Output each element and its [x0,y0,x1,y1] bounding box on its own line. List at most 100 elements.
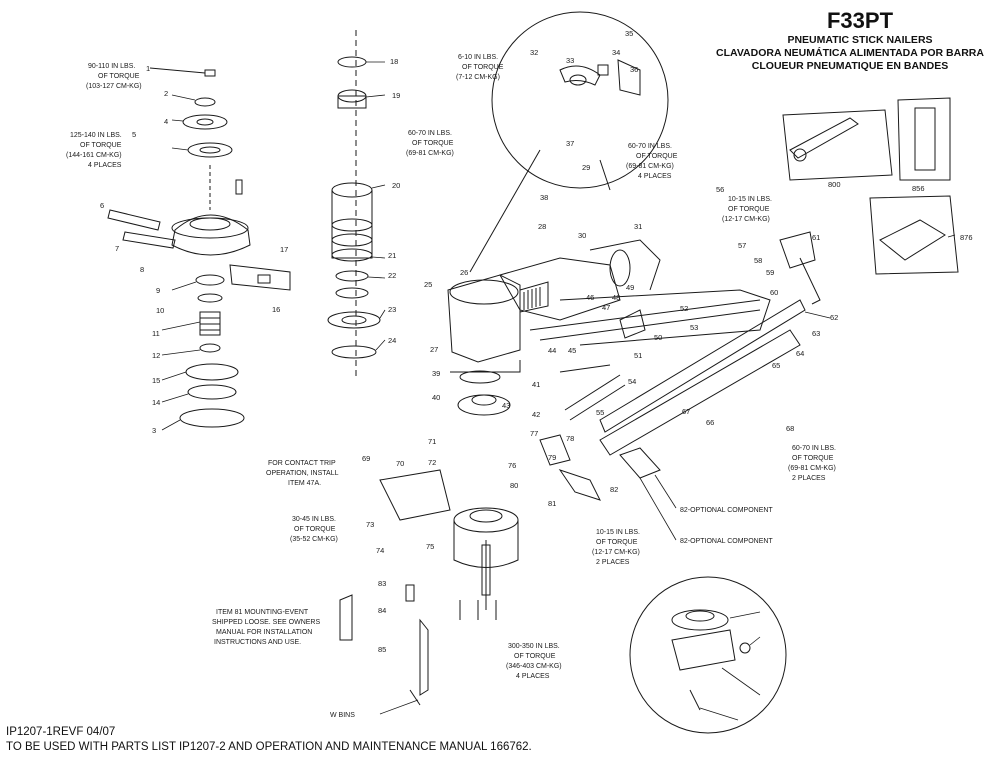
callout: 48 [612,293,620,302]
callout: 43 [502,401,510,410]
svg-text:OF TORQUE: OF TORQUE [636,153,678,160]
callout: 52 [680,304,688,313]
svg-text:(69-81 CM-KG): (69-81 CM-KG) [406,150,454,157]
callout: 72 [428,458,436,467]
svg-text:6-10 IN LBS.: 6-10 IN LBS. [458,54,498,61]
callout: 69 [362,454,370,463]
svg-text:(69-81 CM-KG): (69-81 CM-KG) [788,465,836,472]
svg-text:125-140 IN LBS.: 125-140 IN LBS. [70,132,122,139]
callout: 26 [460,268,468,277]
callout: 22 [388,271,396,280]
title-french: CLOUEUR PNEUMATIQUE EN BANDES [751,60,949,72]
torque-note-4: 60-70 IN LBS. OF TORQUE (69-81 CM-KG) [406,130,454,157]
callout: 39 [432,369,440,378]
callout: 74 [376,546,384,555]
callout: 14 [152,398,160,407]
svg-text:OF TORQUE: OF TORQUE [294,526,336,533]
callout: 7 [115,244,119,253]
callout: 24 [388,336,396,345]
callout: 1 [146,64,150,73]
callout: 83 [378,579,386,588]
svg-text:4 PLACES: 4 PLACES [638,173,672,180]
callout: 27 [430,345,438,354]
callout: 59 [766,268,774,277]
title-english: PNEUMATIC STICK NAILERS [787,34,933,46]
callout: 63 [812,329,820,338]
magazine [559,231,821,479]
callout: 76 [508,461,516,470]
callout: 10 [156,306,164,315]
callout: 77 [530,429,538,438]
callout: 71 [428,437,436,446]
torque-note-10: 300-350 IN LBS. OF TORQUE (346-403 CM-KG… [506,643,562,680]
callout: 6 [100,201,104,210]
svg-text:300-350 IN LBS.: 300-350 IN LBS. [508,643,560,650]
callout: 32 [530,48,538,57]
svg-text:ITEM 81 MOUNTING-EVENT: ITEM 81 MOUNTING-EVENT [216,609,309,616]
svg-text:90-110 IN LBS.: 90-110 IN LBS. [88,63,135,70]
torque-note-1: 90-110 IN LBS. OF TORQUE (103-127 CM-KG) [86,63,142,90]
torque-note-9: 10-15 IN LBS. OF TORQUE (12-17 CM-KG) 2 … [592,529,640,566]
callout: 65 [772,361,780,370]
callout: 79 [548,453,556,462]
callout: 53 [690,323,698,332]
callout: 66 [706,418,714,427]
svg-text:FOR CONTACT TRIP: FOR CONTACT TRIP [268,460,336,467]
svg-text:(12-17 CM-KG): (12-17 CM-KG) [592,549,640,556]
callout: 54 [628,377,636,386]
svg-text:4 PLACES: 4 PLACES [516,673,550,680]
torque-notes: 90-110 IN LBS. OF TORQUE (103-127 CM-KG)… [66,54,836,719]
torque-note-6: 10-15 IN LBS. OF TORQUE (12-17 CM-KG) [722,196,772,223]
callout: 11 [152,329,160,338]
document-id: IP1207-1REVF 04/07 [6,726,116,738]
callout: 31 [634,222,642,231]
callout: 46 [586,293,594,302]
main-housing [447,239,771,416]
leader-lines [161,61,956,721]
svg-text:60-70 IN LBS.: 60-70 IN LBS. [628,143,672,150]
svg-text:10-15 IN LBS.: 10-15 IN LBS. [728,196,772,203]
footer-note: TO BE USED WITH PARTS LIST IP1207-2 AND … [6,741,532,753]
svg-text:OF TORQUE: OF TORQUE [728,206,770,213]
callout-numbers: 1 2 4 5 6 7 8 9 10 11 12 15 14 3 16 17 1… [100,29,973,654]
callout: 8 [140,265,144,274]
torque-note-3: 6-10 IN LBS. OF TORQUE (7-12 CM-KG) [456,54,504,81]
svg-text:OF TORQUE: OF TORQUE [412,140,454,147]
callout: 45 [568,346,576,355]
w-bins-label: W BINS [330,712,355,719]
callout: 78 [566,434,574,443]
model-number: F33PT [826,8,894,33]
svg-text:SHIPPED LOOSE. SEE OWNERS: SHIPPED LOOSE. SEE OWNERS [212,619,320,626]
svg-text:OF TORQUE: OF TORQUE [596,539,638,546]
svg-text:2 PLACES: 2 PLACES [792,475,826,482]
svg-text:4 PLACES: 4 PLACES [88,162,122,169]
callout: 62 [830,313,838,322]
piston-stack-exploded [327,30,381,380]
callout: 34 [612,48,620,57]
title-spanish: CLAVADORA NEUMÁTICA ALIMENTADA POR BARRA [716,47,984,59]
svg-text:60-70 IN LBS.: 60-70 IN LBS. [792,445,836,452]
callout: 21 [388,251,396,260]
svg-text:INSTRUCTIONS AND USE.: INSTRUCTIONS AND USE. [214,639,301,646]
callout: 4 [164,117,168,126]
callout: 73 [366,520,374,529]
svg-text:OF TORQUE: OF TORQUE [514,653,556,660]
callout: 60 [770,288,778,297]
torque-note-2: 125-140 IN LBS. OF TORQUE (144-161 CM-KG… [66,132,122,169]
callout: 44 [548,346,556,355]
svg-text:OF TORQUE: OF TORQUE [80,142,122,149]
callout: 9 [156,286,160,295]
callout: 20 [392,181,400,190]
svg-text:MANUAL FOR INSTALLATION: MANUAL FOR INSTALLATION [216,629,312,636]
callout: 17 [280,245,288,254]
callout: 47 [602,303,610,312]
optional-component-note-1: 82-OPTIONAL COMPONENT [680,507,773,514]
svg-text:(12-17 CM-KG): (12-17 CM-KG) [722,216,770,223]
svg-text:2 PLACES: 2 PLACES [596,559,630,566]
svg-text:(144-161 CM-KG): (144-161 CM-KG) [66,152,122,159]
callout: 15 [152,376,160,385]
callout: 2 [164,89,168,98]
callout: 23 [388,305,396,314]
cap-assembly-exploded [107,67,291,428]
callout: 29 [582,163,590,172]
